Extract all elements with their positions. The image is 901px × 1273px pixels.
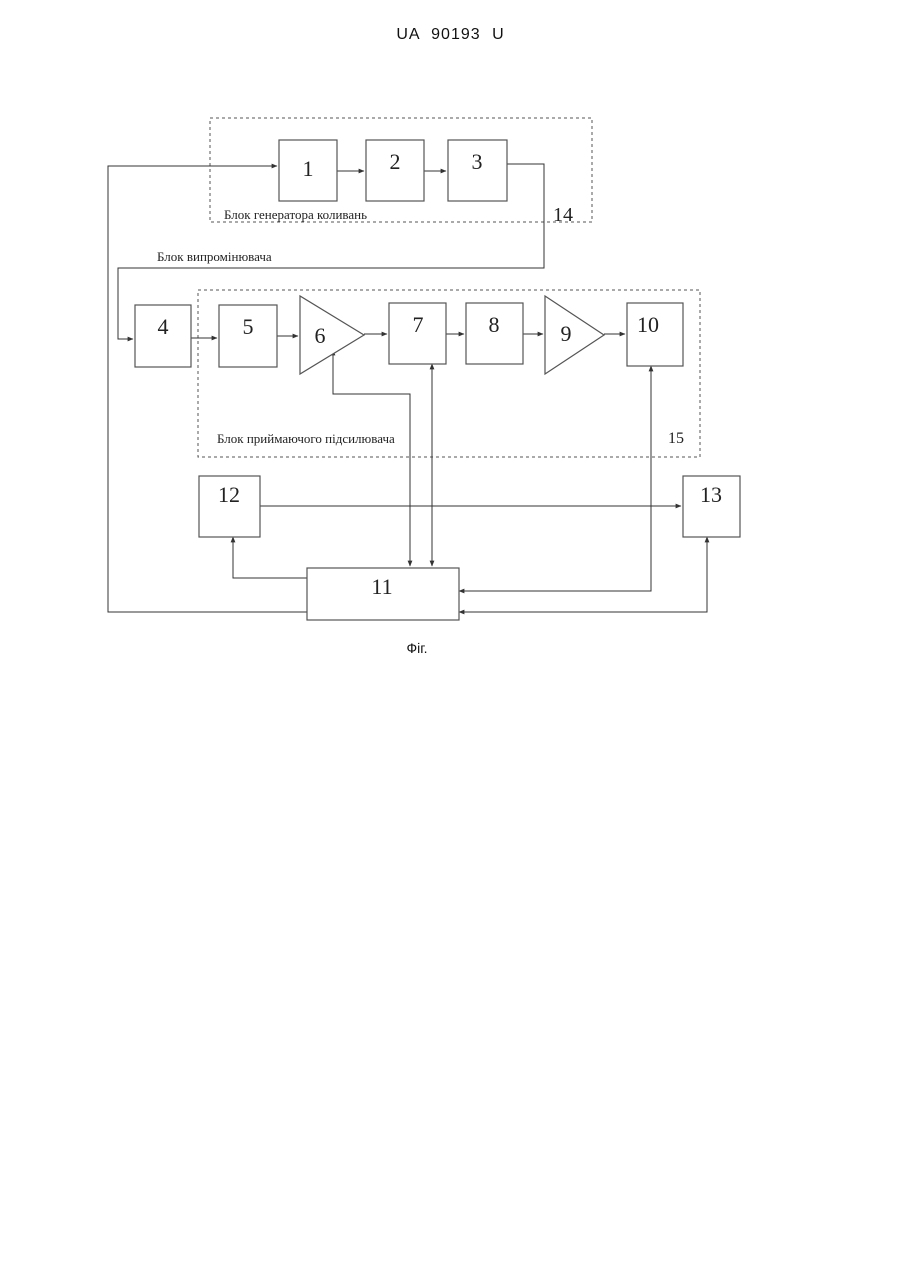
figure-caption: Фіг. <box>0 640 834 656</box>
block-8-label: 8 <box>489 312 500 337</box>
block-12-label: 12 <box>218 482 240 507</box>
block-10-label: 10 <box>637 312 659 337</box>
wire-11-13 <box>459 537 707 612</box>
block-3-label: 3 <box>472 149 483 174</box>
block-13-label: 13 <box>700 482 722 507</box>
block-9-label: 9 <box>561 321 572 346</box>
wire-11-to-1 <box>108 166 307 612</box>
block-5: 5 <box>219 305 277 367</box>
block-12: 12 <box>199 476 260 537</box>
block-8: 8 <box>466 303 523 364</box>
block-1: 1 <box>279 140 337 201</box>
block-10: 10 <box>627 303 683 366</box>
generator-group-label: Блок генератора коливань <box>224 207 367 222</box>
block-13: 13 <box>683 476 740 537</box>
generator-group-number: 14 <box>553 204 573 226</box>
emitter-group-label: Блок випромінювача <box>157 249 272 264</box>
block-5-label: 5 <box>243 314 254 339</box>
block-9-amplifier: 9 <box>545 296 604 374</box>
block-6-amplifier: 6 <box>300 296 364 374</box>
block-1-label: 1 <box>303 156 314 181</box>
receiver-group-number: 15 <box>668 430 684 447</box>
block-2: 2 <box>366 140 424 201</box>
wire-11-to-12 <box>233 537 307 578</box>
block-4: 4 <box>135 305 191 367</box>
receiver-group-label: Блок приймаючого підсилювача <box>217 431 395 446</box>
block-11-label: 11 <box>371 574 392 599</box>
block-7-label: 7 <box>413 312 424 337</box>
wire-11-10 <box>459 366 651 591</box>
block-7: 7 <box>389 303 446 364</box>
wire-11-6 <box>333 350 410 566</box>
block-11: 11 <box>307 568 459 620</box>
block-6-label: 6 <box>315 323 326 348</box>
block-2-label: 2 <box>390 149 401 174</box>
block-4-label: 4 <box>158 314 169 339</box>
block-3: 3 <box>448 140 507 201</box>
